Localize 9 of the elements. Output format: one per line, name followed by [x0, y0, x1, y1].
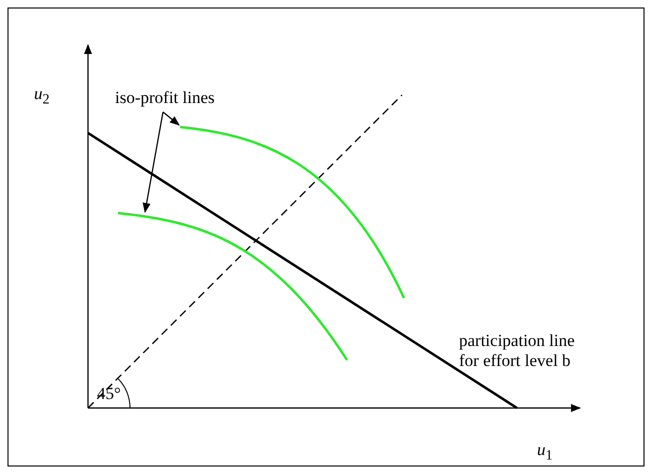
leader-line [142, 112, 164, 213]
axis-label: u$_{2}$ [34, 84, 50, 110]
line-label: participation line for effort level b [459, 331, 576, 371]
leader-line [162, 112, 180, 126]
axis-label: u$_{1}$ [537, 440, 553, 466]
iso-profit-curve [118, 212, 348, 361]
angle-label: 45° [97, 384, 121, 404]
iso-profit-curve [180, 126, 406, 299]
callout-label: iso-profit lines [115, 88, 215, 108]
